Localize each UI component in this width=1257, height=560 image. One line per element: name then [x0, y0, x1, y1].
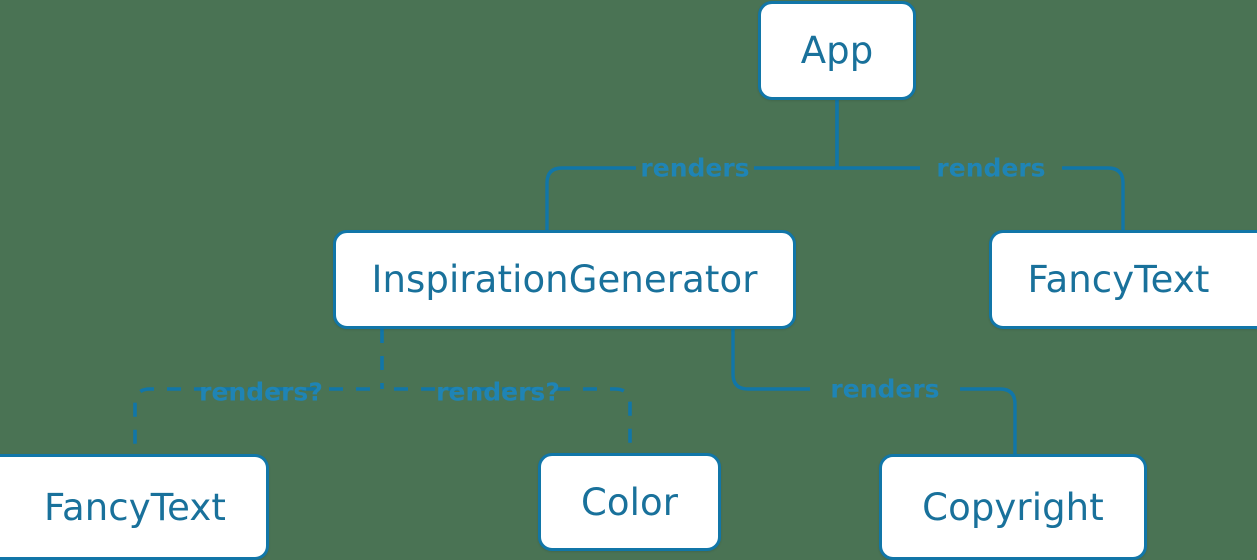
node-app-label: App — [800, 29, 874, 72]
node-fancytext-bottom-label: FancyText — [44, 485, 226, 529]
node-app[interactable]: App — [758, 1, 916, 100]
node-color[interactable]: Color — [538, 453, 721, 551]
edge-label-app-renders-inspirationgenerator: renders — [640, 153, 750, 183]
edge-inspiration-to-color — [394, 387, 632, 453]
node-copyright-label: Copyright — [922, 485, 1104, 529]
node-inspirationgenerator[interactable]: InspirationGenerator — [333, 230, 796, 329]
node-fancytext-bottom[interactable]: FancyText — [0, 454, 269, 560]
node-color-label: Color — [580, 480, 679, 524]
edge-label-inspirationgenerator-renders-color: renders? — [436, 377, 560, 407]
node-fancytext-top[interactable]: FancyText — [989, 230, 1257, 329]
edge-app-to-fancytext-top — [835, 100, 1125, 230]
edge-inspiration-to-fancytext-bottom — [133, 329, 384, 454]
node-copyright[interactable]: Copyright — [879, 454, 1147, 560]
edge-inspiration-to-copyright — [731, 329, 1017, 454]
node-inspirationgenerator-label: InspirationGenerator — [371, 258, 758, 301]
node-fancytext-top-label: FancyText — [1027, 258, 1210, 301]
edge-label-app-renders-fancytext: renders — [936, 153, 1046, 183]
edge-label-inspirationgenerator-renders-fancytext: renders? — [199, 377, 323, 407]
edge-label-inspirationgenerator-renders-copyright: renders — [830, 374, 940, 404]
